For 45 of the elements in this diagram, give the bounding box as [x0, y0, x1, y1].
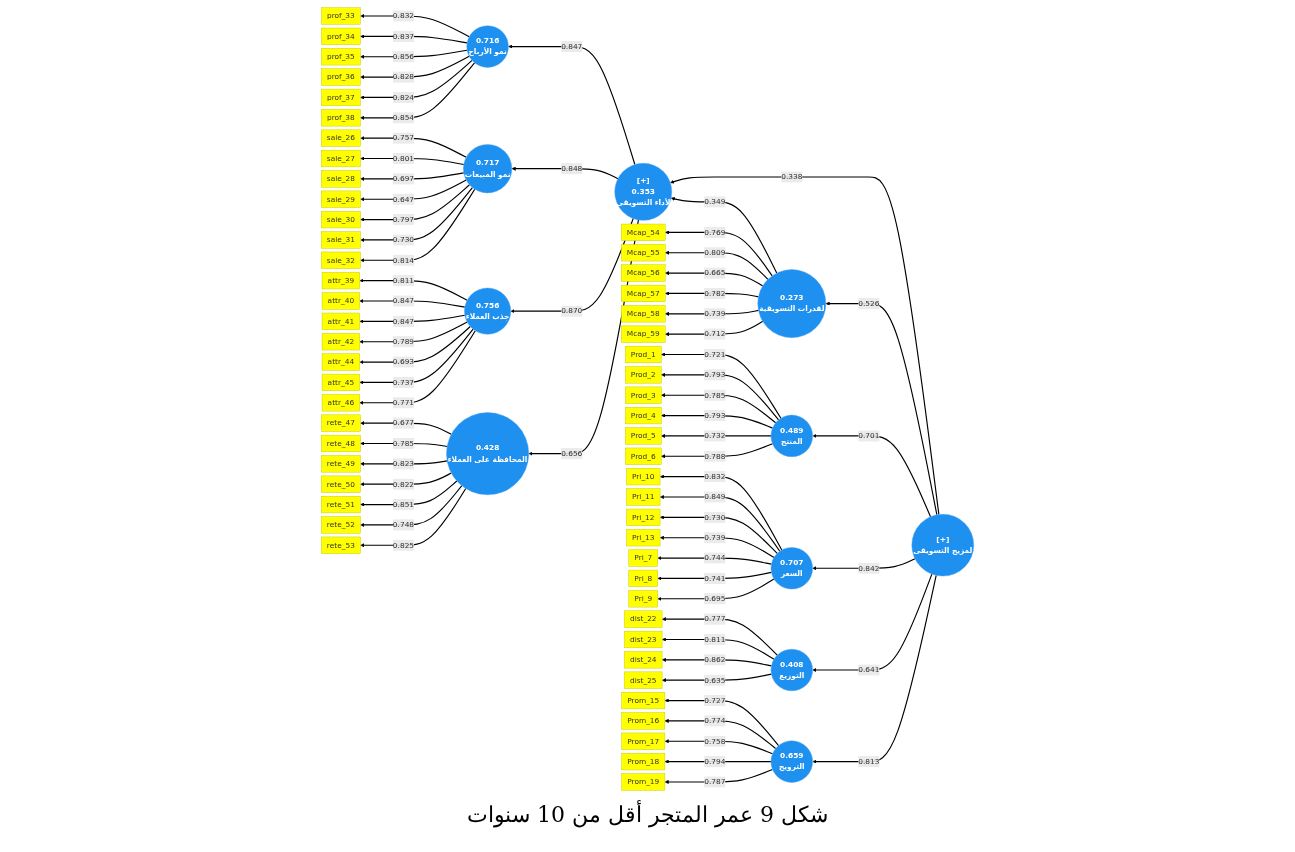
- arrow: [661, 413, 774, 429]
- arrow: [360, 62, 476, 120]
- arrow: [360, 188, 476, 263]
- arrow: [670, 176, 940, 515]
- arrow: [661, 372, 780, 421]
- arrow: [661, 393, 777, 424]
- arrow: [664, 718, 777, 750]
- arrow: [659, 515, 778, 554]
- arrow: [360, 136, 467, 158]
- arrow: [665, 230, 773, 277]
- arrow: [360, 156, 465, 166]
- arrow: [812, 573, 933, 673]
- arrow: [360, 441, 448, 448]
- arrow: [665, 250, 769, 280]
- arrow: [657, 578, 775, 601]
- arrow: [661, 617, 778, 656]
- arrow: [508, 44, 636, 166]
- arrow: [659, 474, 783, 551]
- arrow: [659, 535, 775, 558]
- arrow: [360, 59, 473, 100]
- arrow: [360, 480, 458, 507]
- arrow: [661, 443, 774, 459]
- arrow: [360, 179, 467, 202]
- arrow: [359, 330, 476, 405]
- arrow: [670, 196, 778, 274]
- arrow: [812, 433, 932, 518]
- arrow: [359, 325, 471, 365]
- arrow: [360, 187, 473, 242]
- arrow: [665, 320, 764, 337]
- arrow: [661, 637, 775, 660]
- arrow: [657, 571, 772, 581]
- arrow: [657, 556, 772, 565]
- arrow: [360, 172, 465, 181]
- arrow: [664, 698, 780, 747]
- arrow: [360, 184, 471, 222]
- arrow: [360, 487, 467, 548]
- arrow: [359, 328, 474, 385]
- arrow: [359, 278, 468, 301]
- caption: شكل 9 عمر المتجر أقل من 10 سنوات: [466, 802, 829, 827]
- arrow: [661, 352, 782, 419]
- arrow: [825, 301, 938, 516]
- arrow: [659, 494, 781, 552]
- arrow: [812, 574, 937, 764]
- arrow: [360, 485, 463, 527]
- arrow: [360, 14, 470, 38]
